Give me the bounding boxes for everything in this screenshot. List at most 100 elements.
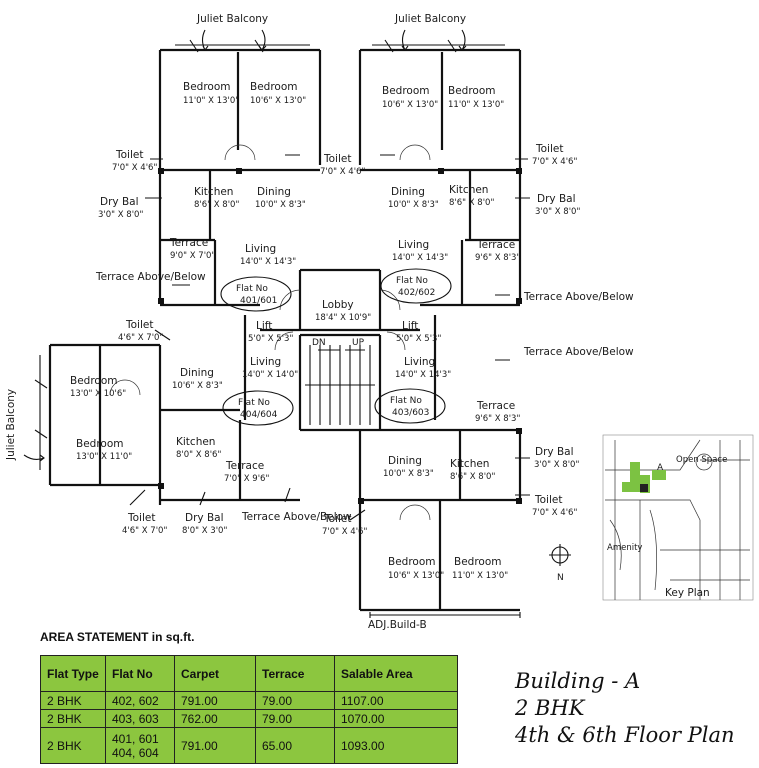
floor-plan-title: 4th & 6th Floor Plan: [515, 723, 735, 747]
room-name: Dry Bal: [537, 193, 576, 205]
table-row: 2 BHK 403, 603 762.00 79.00 1070.00: [40, 709, 458, 728]
room-dim: 10'6" X 13'0": [382, 100, 438, 110]
column-header: Carpet: [174, 655, 256, 692]
key-plan-open-space: Open Space: [676, 455, 727, 465]
compass-label: N: [557, 573, 564, 583]
floor-plan: Juliet Balcony Juliet Balcony Juliet Bal…: [5, 13, 754, 630]
room-dim: 14'0" X 14'0": [242, 370, 298, 380]
room-dim: 5'0" X 5'3": [248, 334, 293, 344]
room-dim: 10'0" X 8'3": [388, 200, 439, 210]
room-name: Dining: [257, 186, 291, 198]
room-dim: 10'6" X 13'0": [250, 96, 306, 106]
room-name: Kitchen: [450, 458, 489, 470]
room-dim: 4'6" X 7'0": [122, 526, 167, 536]
room-dim: 8'0" X 3'0": [182, 526, 227, 536]
cell-salable: 1107.00: [334, 691, 458, 710]
cell-flat-type: 2 BHK: [40, 727, 106, 764]
room-dim: 7'0" X 4'6": [532, 508, 577, 518]
flat-label: Flat No: [396, 276, 428, 286]
room-name: Lobby: [322, 299, 354, 311]
room-name: Kitchen: [176, 436, 215, 448]
cell-terrace: 79.00: [255, 691, 335, 710]
room-name: Toilet: [127, 512, 155, 524]
room-dim: 9'0" X 7'0": [170, 251, 215, 261]
key-plan-marker: A: [657, 463, 664, 473]
title-block: Building - A 2 BHK 4th & 6th Floor Plan: [515, 668, 735, 749]
cell-flat-no: 403, 603: [105, 709, 175, 728]
room-dim: 10'0" X 8'3": [255, 200, 306, 210]
key-plan: A Open Space Amenity Key Plan: [602, 434, 754, 601]
area-statement-title: AREA STATEMENT in sq.ft.: [40, 630, 195, 644]
room-dim: 7'0" X 9'6": [224, 474, 269, 484]
room-dim: 14'0" X 14'3": [392, 253, 448, 263]
room-name: Kitchen: [194, 186, 233, 198]
cell-carpet: 791.00: [174, 691, 256, 710]
room-dim: 7'0" X 4'6": [112, 163, 157, 173]
flat-number: 401/601: [240, 296, 277, 306]
north-compass-icon: N: [549, 544, 571, 583]
room-name: Living: [250, 356, 281, 368]
key-plan-amenity: Amenity: [607, 543, 642, 553]
cell-flat-no-line: 401, 601: [112, 731, 159, 746]
room-name: Bedroom: [250, 81, 298, 93]
walls: [34, 39, 522, 618]
room-name: Dining: [391, 186, 425, 198]
adj-build-label: ADJ.Build-B: [368, 619, 427, 630]
room-dim: 13'0" X 10'6": [70, 389, 126, 399]
room-name: Bedroom: [448, 85, 496, 97]
balcony-label: Juliet Balcony: [5, 389, 17, 461]
room-dim: 7'0" X 4'6": [322, 527, 367, 537]
room-name: Lift: [402, 320, 418, 332]
room-name: Terrace Above/Below: [241, 511, 352, 523]
room-name: Terrace Above/Below: [523, 346, 634, 358]
cell-salable: 1093.00: [334, 727, 458, 764]
arrows: [23, 29, 530, 521]
flat-label: Flat No: [236, 284, 268, 294]
room-name: Dry Bal: [535, 446, 574, 458]
room-labels: Bedroom 11'0" X 13'0" Bedroom 10'6" X 13…: [70, 81, 634, 581]
flat-labels: Flat No 401/601 Flat No 402/602 Flat No …: [220, 268, 452, 426]
room-name: Dry Bal: [100, 196, 139, 208]
room-name: Toilet: [115, 149, 143, 161]
column-header: Flat No: [105, 655, 175, 692]
room-name: Bedroom: [388, 556, 436, 568]
room-name: Terrace: [225, 460, 264, 472]
flat-label: Flat No: [390, 396, 422, 406]
room-name: Bedroom: [183, 81, 231, 93]
room-dim: 14'0" X 14'3": [395, 370, 451, 380]
room-name: Living: [404, 356, 435, 368]
room-dim: 3'0" X 8'0": [98, 210, 143, 220]
room-dim: 4'6" X 7'0": [118, 333, 163, 343]
table-row: 2 BHK 401, 601 404, 604 791.00 65.00 109…: [40, 727, 458, 764]
room-name: Dining: [388, 455, 422, 467]
room-name: Terrace: [476, 239, 515, 251]
room-name: Bedroom: [454, 556, 502, 568]
room-name: Toilet: [535, 143, 563, 155]
cell-terrace: 65.00: [255, 727, 335, 764]
room-dim: 11'0" X 13'0": [452, 571, 508, 581]
room-dim: 9'6" X 8'3": [475, 414, 520, 424]
room-dim: 3'0" X 8'0": [534, 460, 579, 470]
stair-dn-label: DN: [312, 338, 326, 348]
room-dim: 7'0" X 4'6": [532, 157, 577, 167]
room-dim: 11'0" X 13'0": [183, 96, 239, 106]
door-swings: [109, 144, 431, 521]
room-dim: 8'6" X 8'0": [194, 200, 239, 210]
balcony-label: Juliet Balcony: [196, 13, 268, 25]
flat-label: Flat No: [238, 398, 270, 408]
building-title: Building - A: [515, 669, 641, 693]
room-dim: 10'6" X 8'3": [172, 381, 223, 391]
room-dim: 9'6" X 8'3": [475, 253, 520, 263]
room-dim: 10'6" X 13'0": [388, 571, 444, 581]
cell-carpet: 791.00: [174, 727, 256, 764]
key-plan-label: Key Plan: [665, 587, 710, 599]
room-name: Toilet: [534, 494, 562, 506]
room-dim: 13'0" X 11'0": [76, 452, 132, 462]
room-dim: 8'0" X 8'6": [176, 450, 221, 460]
cell-salable: 1070.00: [334, 709, 458, 728]
room-name: Terrace: [476, 400, 515, 412]
cell-flat-no-line: 404, 604: [112, 745, 159, 760]
room-dim: 3'0" X 8'0": [535, 207, 580, 217]
flat-number: 404/604: [240, 410, 278, 420]
room-name: Terrace: [169, 237, 208, 249]
